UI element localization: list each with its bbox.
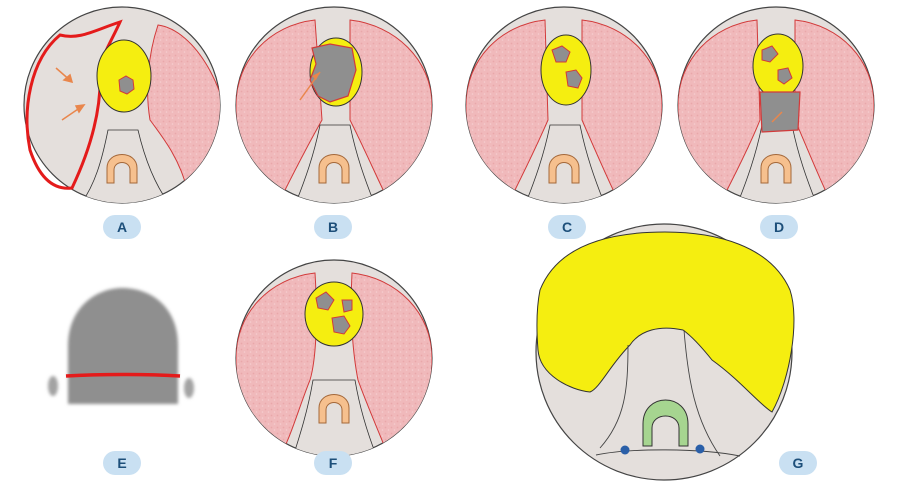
panel-e-margin-line: [65, 372, 181, 378]
panel-b-airway: [294, 124, 376, 203]
panel-c-tumor: [540, 34, 592, 106]
panel-c-airway: [524, 124, 606, 203]
panel-label-e-text: E: [117, 455, 127, 471]
panel-label-a-text: A: [116, 219, 128, 235]
panel-a-tumor: [96, 39, 152, 113]
panel-f-airway: [291, 379, 379, 456]
panel-c: [465, 6, 663, 204]
panel-d-tumor: [752, 33, 804, 99]
panel-label-f: F: [314, 451, 352, 475]
panel-label-f-text: F: [328, 455, 338, 471]
panel-g-tumor: [536, 231, 795, 413]
panel-label-g: G: [779, 451, 817, 475]
panel-g-right-fold: [683, 329, 721, 457]
panel-e: [48, 288, 194, 404]
panel-f: [235, 259, 433, 457]
panel-e-right-node: [184, 378, 194, 398]
panel-g-bottom-line: [595, 449, 741, 457]
panel-label-c-text: C: [561, 219, 573, 235]
panel-f-lesion-2: [341, 299, 353, 313]
panel-d-arrow: [771, 111, 783, 123]
panel-label-g-text: G: [792, 455, 804, 471]
panel-g-right-dot: [695, 444, 705, 454]
panel-a-arrows: [55, 67, 86, 121]
panel-d-airway: [736, 124, 818, 203]
panel-a: [23, 6, 221, 204]
panel-d-resected-block: [759, 91, 801, 133]
panel-f-tumor: [304, 281, 364, 347]
panel-label-d-text: D: [773, 219, 785, 235]
panel-a-lesion: [118, 75, 135, 95]
panel-label-c: C: [548, 215, 586, 239]
panel-f-lesion-1: [315, 291, 335, 311]
panel-a-airway: [79, 129, 171, 203]
panel-b-lesion: [309, 43, 357, 103]
panel-c-lesion-2: [565, 69, 583, 89]
panel-label-e: E: [103, 451, 141, 475]
panel-d-lesion-2: [777, 67, 793, 85]
panel-d: [677, 6, 875, 204]
panel-f-lesion-3: [331, 315, 351, 335]
panel-d-cartilage: [760, 154, 792, 184]
panel-d-lesion-1: [761, 45, 779, 63]
panel-c-lesion-1: [551, 45, 571, 63]
panel-label-d: D: [760, 215, 798, 239]
panel-e-specimen: [68, 288, 178, 404]
panel-b-arrowhead: [312, 72, 320, 80]
panel-label-b: B: [314, 215, 352, 239]
panel-b-cartilage: [318, 154, 350, 184]
panel-g: [535, 223, 795, 481]
panel-label-b-text: B: [327, 219, 339, 235]
panel-f-cartilage: [318, 394, 350, 424]
panel-b: [235, 6, 433, 204]
panel-g-green-structure: [642, 399, 689, 447]
panel-e-left-node: [48, 376, 58, 396]
panel-a-cartilage: [106, 154, 138, 184]
panel-label-a: A: [103, 215, 141, 239]
panel-g-left-dot: [620, 445, 630, 455]
panel-c-cartilage: [548, 154, 580, 184]
panel-g-left-fold: [599, 344, 629, 449]
